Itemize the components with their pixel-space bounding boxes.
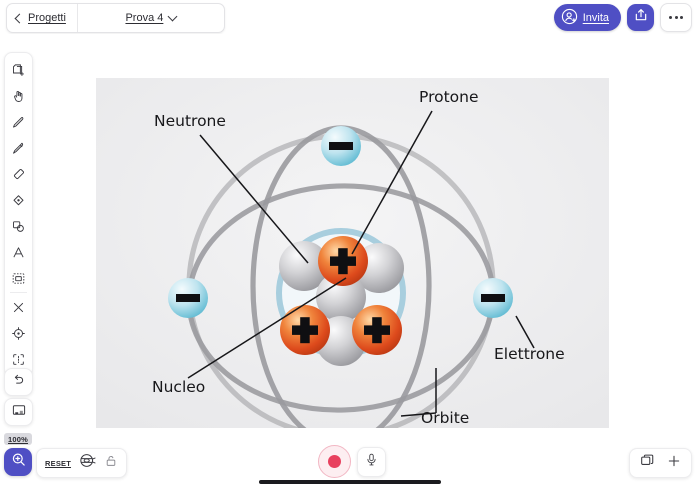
x-icon (11, 300, 26, 315)
invite-label: Invita (582, 11, 609, 24)
microphone-button[interactable] (357, 446, 386, 477)
back-to-projects-button[interactable]: Progetti (7, 4, 77, 32)
copy-pages-icon[interactable] (639, 452, 656, 474)
more-horizontal-icon-dot3 (680, 16, 683, 19)
neutron-particle (279, 241, 329, 291)
undo-button[interactable] (4, 368, 33, 396)
undo-arrow-icon (11, 372, 26, 392)
more-horizontal-icon (669, 16, 672, 19)
close-tool[interactable] (5, 294, 32, 320)
neutron-particle (316, 272, 366, 322)
back-to-projects-label: Progetti (28, 12, 66, 24)
navigation-group: Progetti Prova 4 (6, 3, 225, 33)
highlighter-icon (11, 141, 26, 156)
label-protone: Protone (419, 88, 479, 106)
electron-particles (168, 126, 513, 318)
invite-button[interactable]: Invita (553, 4, 621, 31)
paint-bucket-icon (11, 193, 26, 208)
page-plus-icon (11, 63, 26, 78)
person-add-icon (561, 8, 578, 28)
more-horizontal-icon-dot2 (674, 16, 678, 19)
chevron-down-icon (167, 11, 178, 22)
atom-diagram-image[interactable]: Neutrone Protone Nucleo Orbite Elettrone (96, 78, 609, 428)
frame-button[interactable] (4, 398, 33, 426)
target-tool[interactable] (5, 320, 32, 346)
label-nucleo: Nucleo (152, 378, 205, 396)
record-circle-icon (328, 455, 341, 468)
canvas-controls-group: RESET (36, 448, 128, 478)
pen-tool[interactable] (5, 109, 32, 135)
share-icon (633, 7, 649, 28)
electron-right (473, 278, 513, 318)
hand-pointer-icon (11, 89, 26, 104)
face-mask-icon[interactable] (78, 451, 97, 475)
crop-brackets-icon (11, 352, 26, 367)
dashed-select-icon (11, 271, 26, 286)
label-neutrone: Neutrone (154, 112, 226, 130)
shapes-icon (11, 219, 26, 234)
select-area-tool[interactable] (5, 265, 32, 291)
record-button[interactable] (318, 445, 351, 478)
proton-particle (318, 236, 368, 286)
toolbar-divider (10, 292, 27, 293)
leader-lines (187, 110, 535, 417)
chevron-left-icon (14, 13, 25, 23)
zoom-button[interactable] (4, 448, 32, 476)
proton-particle (280, 305, 330, 355)
electron-left (168, 278, 208, 318)
add-page-tool[interactable] (5, 57, 32, 83)
left-toolbar (4, 52, 33, 377)
marker-tool[interactable] (5, 135, 32, 161)
plus-icon[interactable] (666, 453, 682, 474)
eraser-tool[interactable] (5, 161, 32, 187)
frame-icon (11, 402, 27, 423)
label-orbite: Orbite (421, 409, 469, 427)
electron-top (321, 126, 361, 166)
magnifier-plus-icon (10, 451, 27, 473)
microphone-icon (364, 452, 379, 472)
nav-divider (76, 4, 78, 32)
canvas-area[interactable]: Neutrone Protone Nucleo Orbite Elettrone (0, 34, 700, 438)
text-tool[interactable] (5, 239, 32, 265)
more-options-button[interactable] (660, 3, 692, 32)
document-title-label: Prova 4 (125, 12, 164, 24)
hand-tool[interactable] (5, 83, 32, 109)
proton-particle (352, 305, 402, 355)
target-icon (11, 326, 26, 341)
document-title-dropdown[interactable]: Prova 4 (78, 4, 224, 32)
fill-tool[interactable] (5, 187, 32, 213)
top-right-actions: Invita (553, 3, 692, 32)
top-bar: Progetti Prova 4 Invita (0, 0, 700, 34)
shapes-tool[interactable] (5, 213, 32, 239)
zoom-level-badge: 100% (4, 433, 32, 445)
crop-tool[interactable] (5, 346, 32, 372)
recording-controls (318, 445, 386, 478)
label-elettrone: Elettrone (494, 345, 565, 363)
share-button[interactable] (627, 4, 654, 31)
text-a-icon (11, 245, 26, 260)
lock-open-icon[interactable] (104, 454, 118, 473)
eraser-icon (11, 167, 26, 182)
pen-icon (11, 115, 26, 130)
home-indicator (259, 480, 441, 484)
pages-controls-group (629, 448, 692, 478)
nucleus-particles (279, 236, 404, 366)
reset-button[interactable]: RESET (45, 458, 72, 468)
